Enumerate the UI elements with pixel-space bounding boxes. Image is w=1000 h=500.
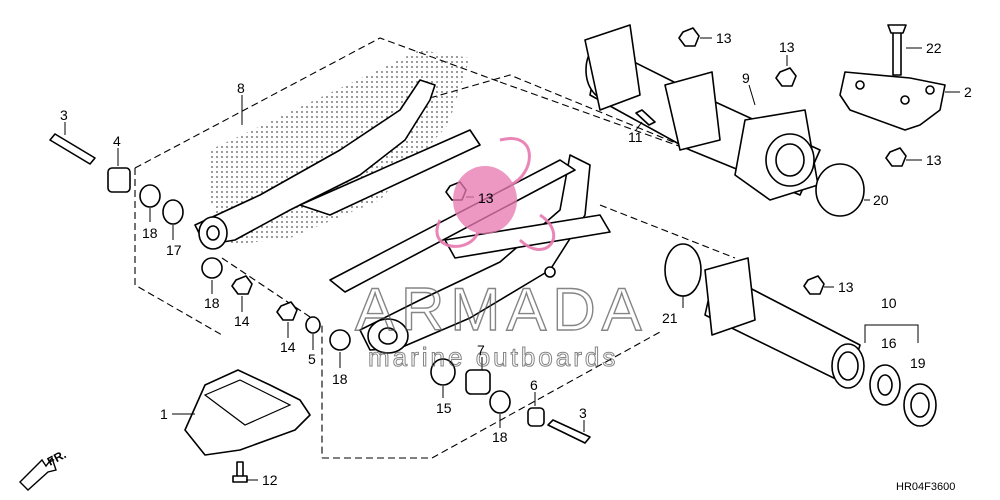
watermark-brand: ARMADA bbox=[355, 276, 648, 343]
callout-label: 18 bbox=[492, 429, 508, 445]
callout-label: 7 bbox=[477, 342, 485, 358]
drawing-code: HR04F3600 bbox=[896, 481, 955, 493]
callout-label: 11 bbox=[628, 129, 643, 145]
leader-lines bbox=[64, 37, 960, 481]
callout-label: 6 bbox=[530, 377, 538, 393]
armada-watermark: ARMADA marine outboards bbox=[354, 137, 648, 373]
bolts bbox=[49, 24, 907, 483]
swingarm-subframe bbox=[194, 79, 481, 250]
callout-label: 17 bbox=[166, 242, 182, 258]
callout-label: 18 bbox=[332, 371, 348, 387]
axle-housing-lower bbox=[704, 257, 865, 389]
callout-label: 19 bbox=[910, 355, 926, 371]
callout-label: 15 bbox=[436, 400, 452, 416]
front-direction-marker: FR. bbox=[19, 447, 68, 491]
callout-label: 13 bbox=[779, 39, 795, 55]
callout-label: 21 bbox=[662, 310, 678, 326]
callout-label: 4 bbox=[113, 133, 121, 149]
callout-label: 14 bbox=[280, 339, 296, 355]
callout-label: 8 bbox=[237, 80, 245, 96]
callouts: 3 4 8 18 17 18 14 14 5 1 12 18 7 15 18 6… bbox=[60, 30, 972, 488]
callout-label: 3 bbox=[60, 107, 68, 123]
callout-label: 2 bbox=[964, 84, 972, 100]
skid-guard bbox=[184, 369, 311, 456]
callout-label: 18 bbox=[204, 295, 220, 311]
callout-label: 3 bbox=[579, 405, 587, 421]
watermark-propeller-icon bbox=[453, 166, 517, 234]
bracket-plate bbox=[839, 71, 946, 131]
callout-label: 1 bbox=[160, 406, 168, 422]
callout-label: 14 bbox=[234, 313, 250, 329]
watermark-tagline: marine outboards bbox=[368, 342, 618, 372]
callout-label: 10 bbox=[881, 295, 897, 311]
callout-label: 13 bbox=[716, 30, 732, 46]
callout-label: 5 bbox=[308, 351, 316, 367]
assembly-outlines bbox=[134, 37, 791, 459]
callout-label: 9 bbox=[742, 70, 750, 86]
callout-label: 12 bbox=[262, 472, 278, 488]
callout-label: 13 bbox=[478, 190, 494, 206]
callout-label: 13 bbox=[838, 279, 854, 295]
callout-label: 18 bbox=[142, 225, 158, 241]
callout-label: 16 bbox=[881, 335, 897, 351]
callout-label: 22 bbox=[926, 40, 942, 56]
callout-label: 20 bbox=[873, 192, 889, 208]
axle-housing-upper bbox=[584, 24, 821, 201]
callout-label: 13 bbox=[926, 152, 942, 168]
front-arrow-icon bbox=[19, 456, 57, 491]
